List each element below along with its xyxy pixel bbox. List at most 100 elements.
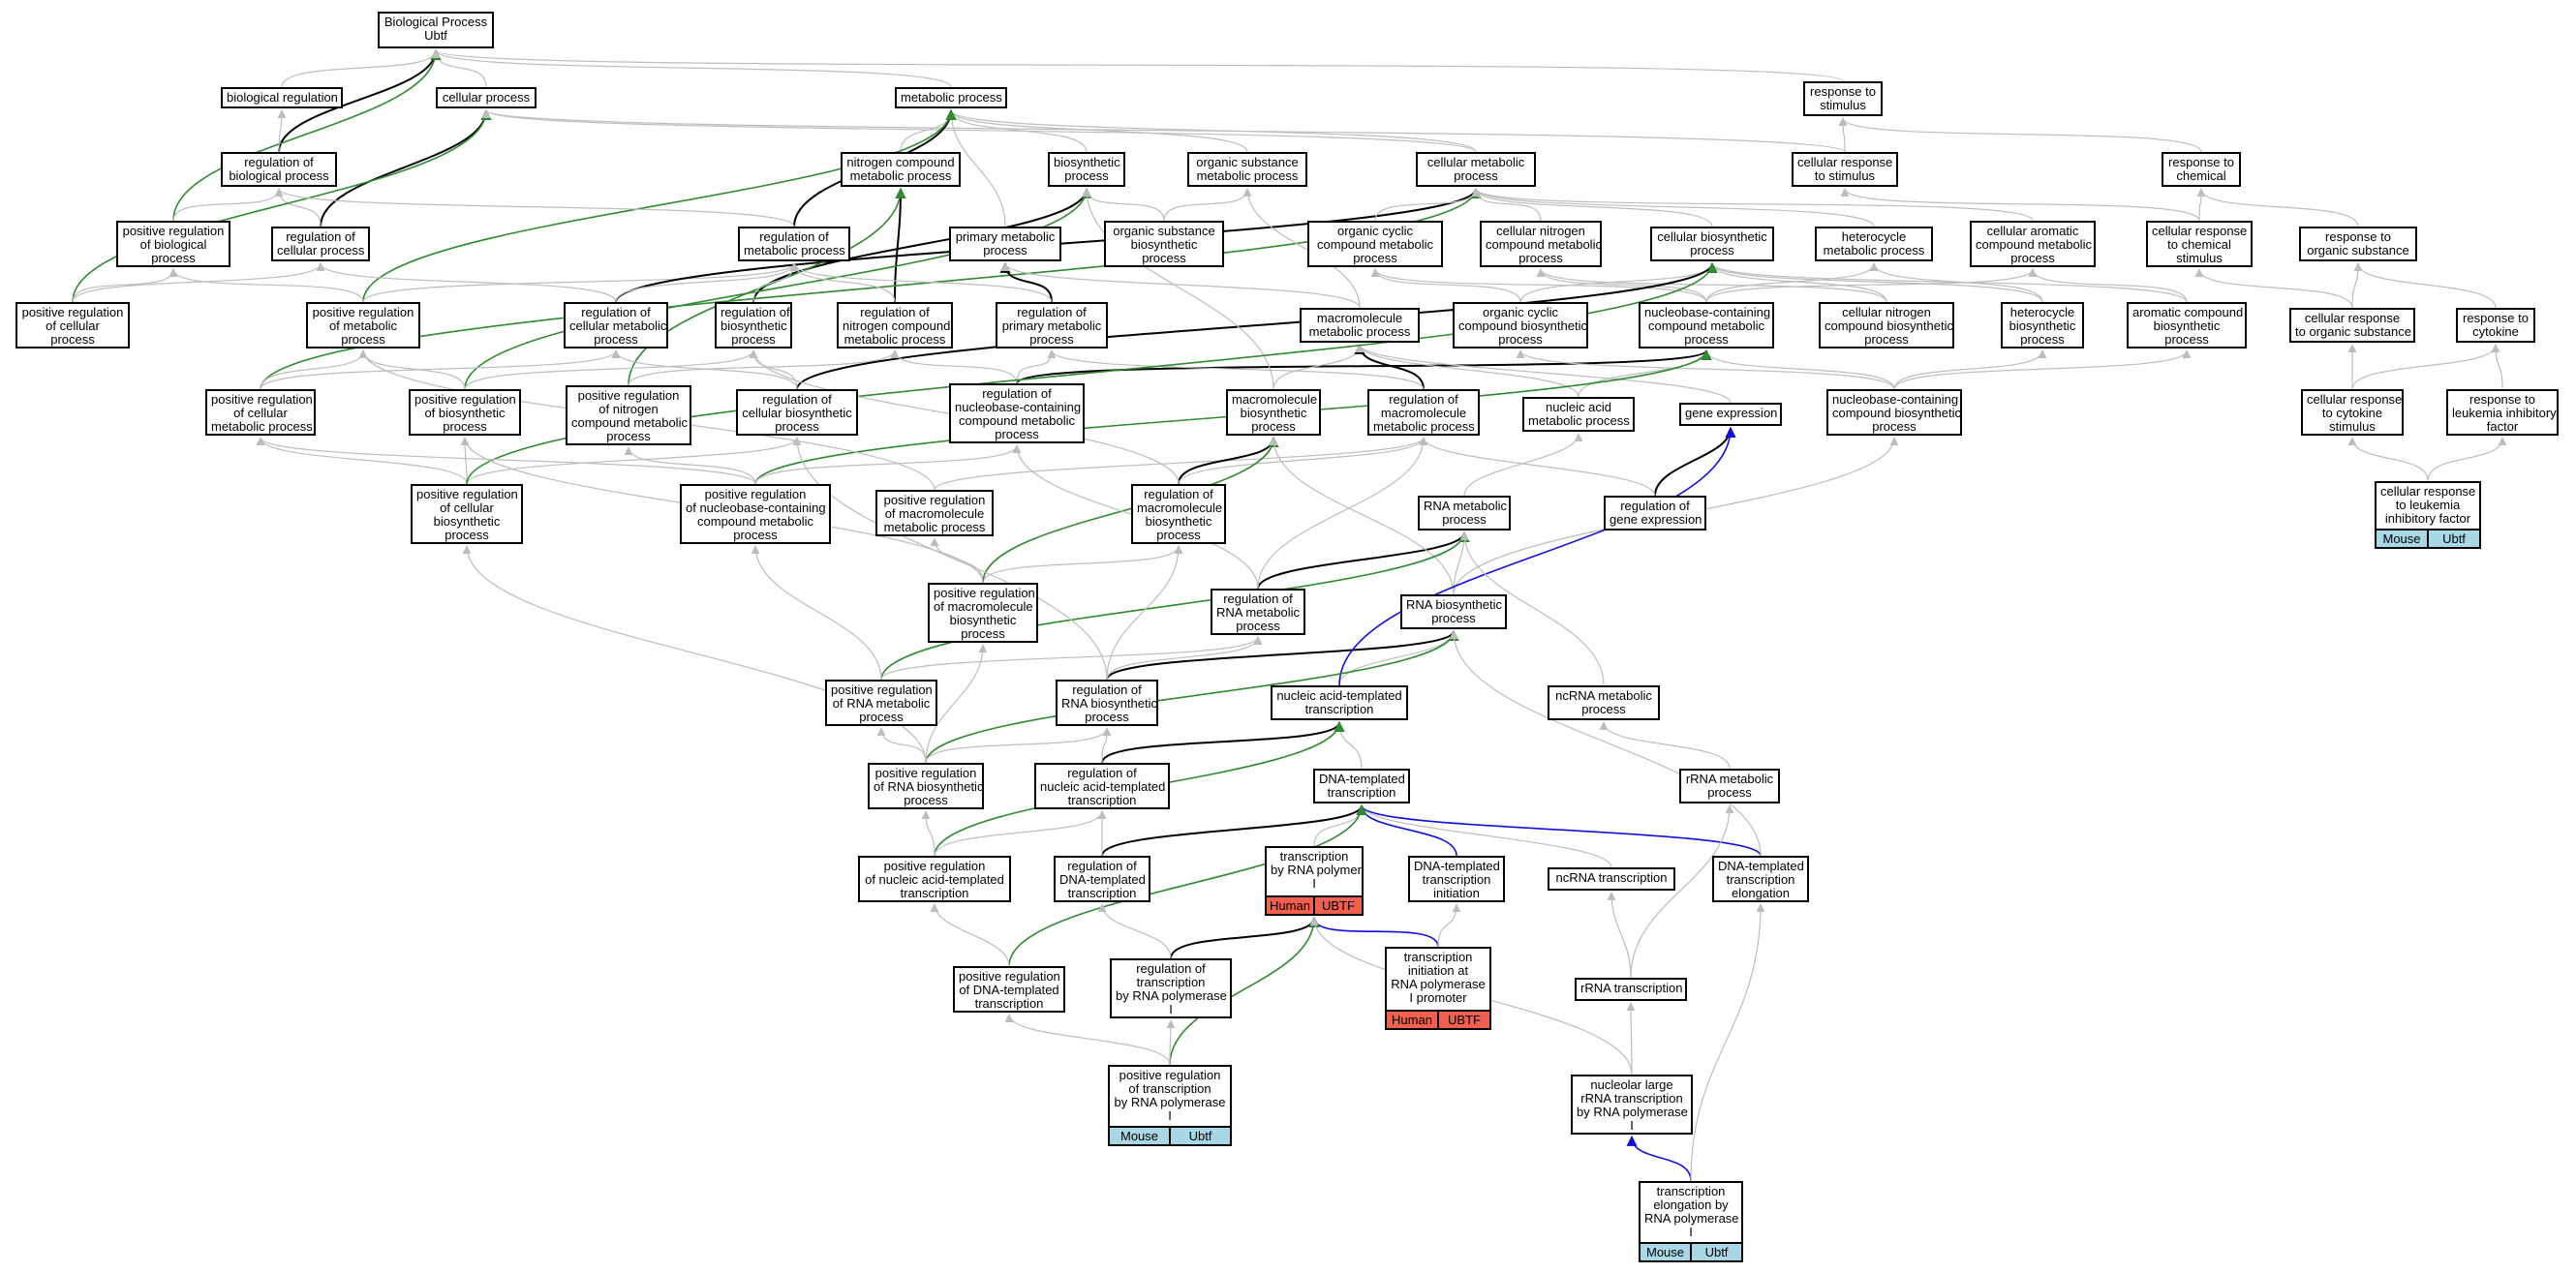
go-term-posregmacrobiosyn[interactable]: positive regulation of macromolecule bio…	[928, 583, 1038, 643]
edge-posregcellmetab-to-regcellmetab	[260, 349, 621, 390]
go-term-nucacidmet[interactable]: nucleic acid metabolic process	[1522, 397, 1635, 432]
go-term-posregnucacidtemp[interactable]: positive regulation of nucleic acid-temp…	[858, 856, 1011, 902]
go-term-resporg[interactable]: response to organic substance	[2299, 227, 2417, 261]
go-term-heterobiosyn[interactable]: heterocycle biosynthetic process	[2001, 302, 2084, 349]
go-term-nucleobiosyn[interactable]: nucleobase-containing compound biosynthe…	[1826, 389, 1962, 436]
edge-regrnabiosyn-to-regrnametab	[1106, 636, 1263, 681]
go-term-orgcycbiosyn[interactable]: organic cyclic compound biosynthetic pro…	[1453, 302, 1588, 349]
go-term-nucacidtemp[interactable]: nucleic acid-templated transcription	[1271, 685, 1408, 720]
go-term-orgsub[interactable]: organic substance metabolic process	[1187, 152, 1307, 187]
edge-nuclargerrna-to-rrnatrans	[1626, 1002, 1636, 1076]
go-term-rrnatrans[interactable]: rRNA transcription	[1575, 978, 1687, 1001]
go-term-label: regulation of gene expression	[1610, 499, 1702, 527]
go-term-primmetab[interactable]: primary metabolic process	[949, 227, 1061, 261]
go-term-cellrespstim[interactable]: cellular response to stimulus	[1792, 152, 1898, 187]
go-term-nitrometab[interactable]: nitrogen compound metabolic process	[841, 152, 961, 187]
go-term-dnatempinit[interactable]: DNA-templated transcription initiation	[1408, 856, 1505, 902]
edge-dnatempelong-to-dnatemp	[1356, 803, 1762, 857]
go-term-posregrnabiosyn[interactable]: positive regulation of RNA biosynthetic …	[868, 763, 984, 809]
go-term-macrobiosyn[interactable]: macromolecule biosynthetic process	[1226, 389, 1321, 436]
go-term-arombiosyn[interactable]: aromatic compound biosynthetic process	[2127, 302, 2247, 349]
go-term-transinit[interactable]: transcription initiation at RNA polymera…	[1385, 947, 1491, 1030]
go-term-label: regulation of nucleobase-containing comp…	[955, 386, 1082, 441]
go-term-regrnametab[interactable]: regulation of RNA metabolic process	[1211, 589, 1305, 635]
go-term-cellbiosyn[interactable]: cellular biosynthetic process	[1650, 227, 1774, 261]
go-term-posregbio[interactable]: positive regulation of biological proces…	[116, 221, 230, 267]
go-term-posregdnatemp[interactable]: positive regulation of DNA-templated tra…	[953, 966, 1065, 1013]
go-term-regdnatemp[interactable]: regulation of DNA-templated transcriptio…	[1054, 856, 1150, 902]
go-term-regbio[interactable]: regulation of biological process	[221, 152, 337, 187]
go-term-label: Biological Process Ubtf	[383, 15, 488, 43]
go-term-posregnucleo[interactable]: positive regulation of nucleobase-contai…	[680, 484, 831, 544]
go-term-posregmetab[interactable]: positive regulation of metabolic process	[306, 302, 420, 349]
go-term-regmacromet[interactable]: regulation of macromolecule metabolic pr…	[1367, 389, 1480, 436]
go-term-cellrespchem[interactable]: cellular response to chemical stimulus	[2146, 221, 2253, 267]
edge-posregrnametab-to-rnametab	[880, 530, 1470, 681]
go-term-regprim[interactable]: regulation of primary metabolic process	[996, 302, 1108, 349]
go-term-cellrespleuk[interactable]: cellular response to leukemia inhibitory…	[2375, 481, 2481, 549]
go-term-rnametab[interactable]: RNA metabolic process	[1418, 496, 1511, 530]
go-term-label: ncRNA metabolic process	[1555, 688, 1652, 716]
go-term-regtranspol1[interactable]: regulation of transcription by RNA polym…	[1110, 958, 1232, 1018]
go-term-heterometab[interactable]: heterocycle metabolic process	[1815, 227, 1933, 261]
go-term-posregtranspol1[interactable]: positive regulation of transcription by …	[1108, 1065, 1232, 1146]
go-term-transelong[interactable]: transcription elongation by RNA polymera…	[1639, 1181, 1743, 1262]
go-term-cellproc[interactable]: cellular process	[436, 87, 537, 108]
go-term-respstim[interactable]: response to stimulus	[1803, 81, 1883, 116]
go-term-cellnitro[interactable]: cellular nitrogen compound metabolic pro…	[1480, 221, 1602, 267]
go-term-regnucacidtemp[interactable]: regulation of nucleic acid-templated tra…	[1034, 763, 1170, 809]
go-term-cellrespcyto[interactable]: cellular response to cytokine stimulus	[2301, 389, 2404, 436]
go-term-label: regulation of primary metabolic process	[1001, 305, 1102, 347]
edge-regtranspol1-to-transpol1	[1170, 916, 1320, 959]
go-term-posregbiosyn[interactable]: positive regulation of biosynthetic proc…	[409, 389, 521, 436]
go-term-label: positive regulation of nitrogen compound…	[571, 388, 688, 443]
go-term-nucleocont[interactable]: nucleobase-containing compound metabolic…	[1639, 302, 1774, 349]
go-term-orgsubbiosyn[interactable]: organic substance biosynthetic process	[1104, 221, 1224, 267]
go-term-orgcyc[interactable]: organic cyclic compound metabolic proces…	[1307, 221, 1443, 267]
go-term-dnatempelong[interactable]: DNA-templated transcription elongation	[1712, 856, 1809, 902]
go-term-cellresporg[interactable]: cellular response to organic substance	[2289, 308, 2415, 343]
go-term-nuclargerrna[interactable]: nucleolar large rRNA transcription by RN…	[1571, 1075, 1693, 1135]
go-term-cellarommetab[interactable]: cellular aromatic compound metabolic pro…	[1970, 221, 2096, 267]
go-term-regrnabiosyn[interactable]: regulation of RNA biosynthetic process	[1056, 680, 1158, 726]
go-term-label: nucleobase-containing compound metabolic…	[1644, 305, 1771, 347]
go-term-bp[interactable]: Biological Process Ubtf	[378, 12, 494, 48]
go-term-bioreg[interactable]: biological regulation	[221, 87, 343, 108]
go-term-regcell[interactable]: regulation of cellular process	[271, 227, 370, 261]
go-term-regnitro[interactable]: regulation of nitrogen compound metaboli…	[837, 302, 953, 349]
go-term-regmacrobiosyn[interactable]: regulation of macromolecule biosynthetic…	[1131, 484, 1226, 544]
go-term-respleuk[interactable]: response to leukemia inhibitory factor	[2446, 389, 2559, 436]
go-term-cellmetab[interactable]: cellular metabolic process	[1416, 152, 1536, 187]
go-term-rrnametab[interactable]: rRNA metabolic process	[1679, 769, 1780, 803]
go-term-posregmacromet[interactable]: positive regulation of macromolecule met…	[875, 490, 994, 536]
edge-posregtranspol1-to-regtranspol1	[1166, 1019, 1176, 1066]
go-term-posregcellbiosyn[interactable]: positive regulation of cellular biosynth…	[411, 484, 523, 544]
go-term-posregcellmetab[interactable]: positive regulation of cellular metaboli…	[205, 389, 316, 436]
go-term-respcyto[interactable]: response to cytokine	[2456, 308, 2535, 343]
go-term-regmetab[interactable]: regulation of metabolic process	[738, 227, 850, 261]
edge-regbio-to-bioreg	[277, 109, 287, 153]
go-term-posregcell[interactable]: positive regulation of cellular process	[15, 302, 130, 349]
go-term-respchem[interactable]: response to chemical	[2162, 152, 2241, 187]
go-term-reggeneexp[interactable]: regulation of gene expression	[1604, 496, 1706, 530]
go-term-macromet[interactable]: macromolecule metabolic process	[1300, 308, 1420, 343]
go-term-transpol1[interactable]: transcription by RNA polymerase IHumanUB…	[1265, 846, 1364, 916]
go-term-regnucleo[interactable]: regulation of nucleobase-containing comp…	[949, 383, 1085, 443]
go-term-posregnitro[interactable]: positive regulation of nitrogen compound…	[566, 385, 691, 445]
go-term-label: positive regulation of DNA-templated tra…	[959, 969, 1060, 1011]
edge-orgcycbiosyn-to-orgcyc	[1370, 268, 1521, 303]
go-term-metab[interactable]: metabolic process	[895, 87, 1007, 108]
go-term-ncrnametab[interactable]: ncRNA metabolic process	[1548, 685, 1660, 720]
go-term-ncrnatrans[interactable]: ncRNA transcription	[1548, 867, 1675, 891]
go-term-regcellmetab[interactable]: regulation of cellular metabolic process	[564, 302, 668, 349]
go-term-cellnitrobiosyn[interactable]: cellular nitrogen compound biosynthetic …	[1819, 302, 1954, 349]
go-term-regcellbiosyn[interactable]: regulation of cellular biosynthetic proc…	[736, 389, 858, 436]
go-term-posregrnametab[interactable]: positive regulation of RNA metabolic pro…	[825, 680, 937, 726]
go-term-label: regulation of biological process	[229, 155, 329, 183]
go-term-geneexp[interactable]: gene expression	[1679, 403, 1782, 426]
edge-cellarommetab-to-cellmetab	[1471, 188, 2034, 222]
go-term-biosyn[interactable]: biosynthetic process	[1048, 152, 1125, 187]
go-term-dnatemp[interactable]: DNA-templated transcription	[1313, 769, 1410, 803]
go-term-regbiosyn[interactable]: regulation of biosynthetic process	[715, 302, 792, 349]
go-term-rnabiosyn[interactable]: RNA biosynthetic process	[1400, 594, 1507, 629]
